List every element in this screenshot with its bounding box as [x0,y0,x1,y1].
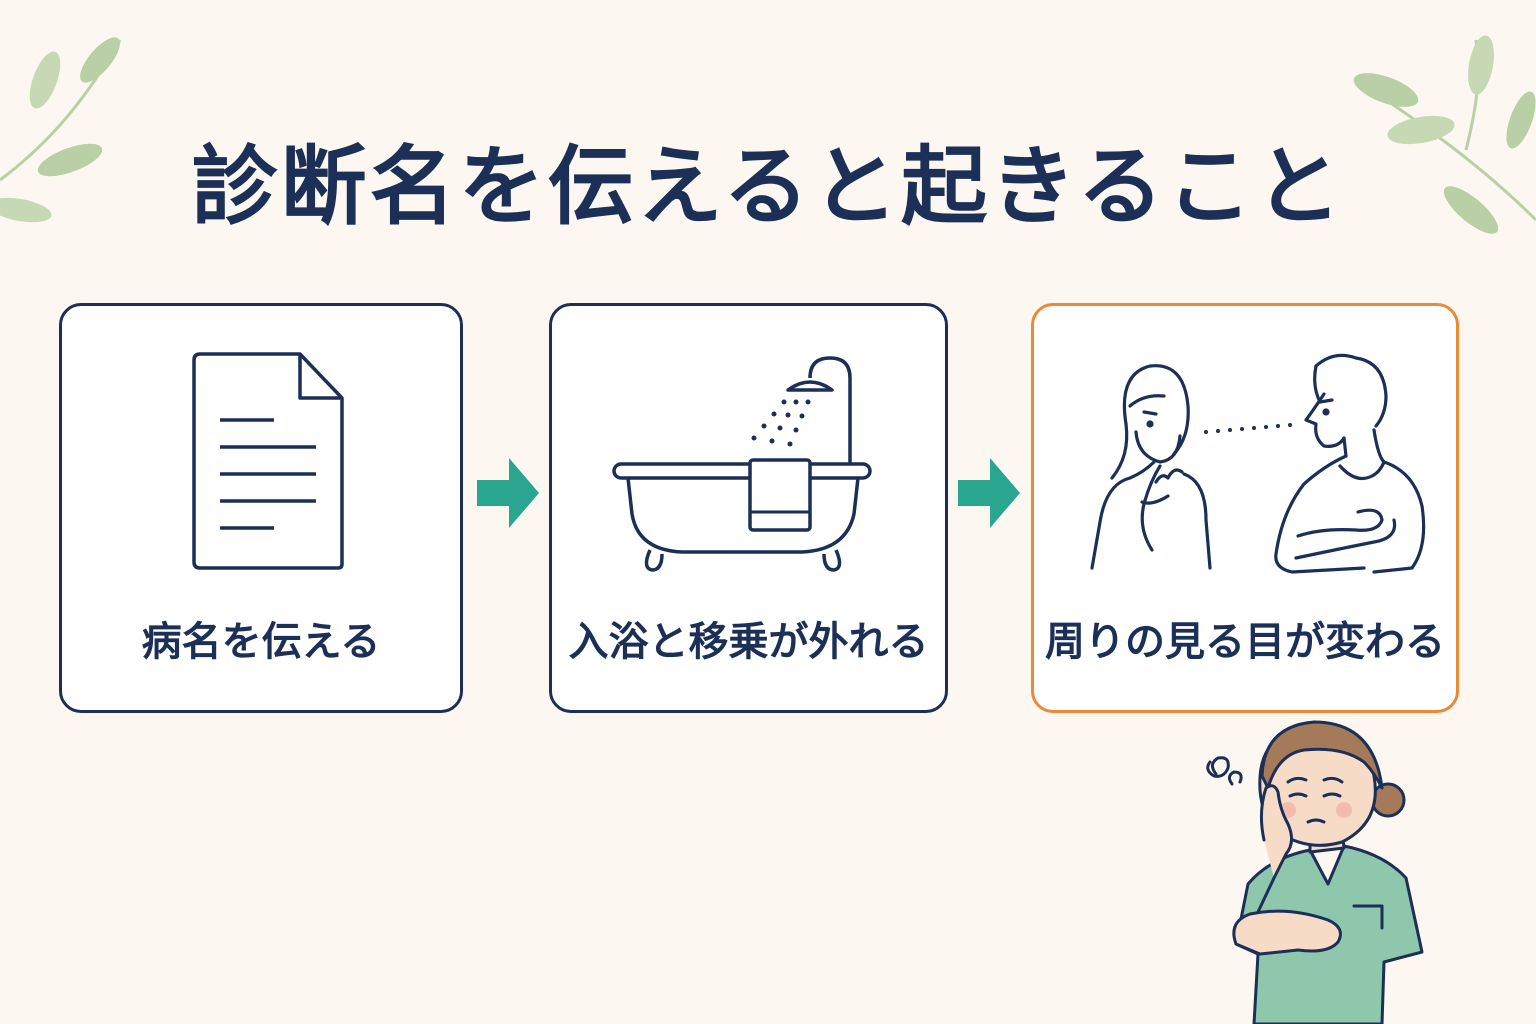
worried-nurse-illustration [1206,720,1424,1024]
arrow-right-icon [958,458,1020,528]
leaf-branch-right-icon [1353,35,1536,234]
arrow-right-icon [477,458,539,528]
leaf-branch-left-icon [0,37,122,223]
step-label-1: 病名を伝える [141,619,381,665]
step-card-2: 入浴と移乗が外れる [549,303,948,713]
step-label-2: 入浴と移乗が外れる [568,619,929,665]
step-card-3: 周りの見る目が変わる [1031,303,1459,713]
step-card-1: 病名を伝える [59,303,463,713]
document-icon [192,352,344,570]
people-looking-icon [1090,353,1426,574]
step-label-3: 周りの見る目が変わる [1045,619,1445,665]
page-title: 診断名を伝えると起きること [191,137,1345,237]
bathtub-shower-icon [612,356,872,572]
